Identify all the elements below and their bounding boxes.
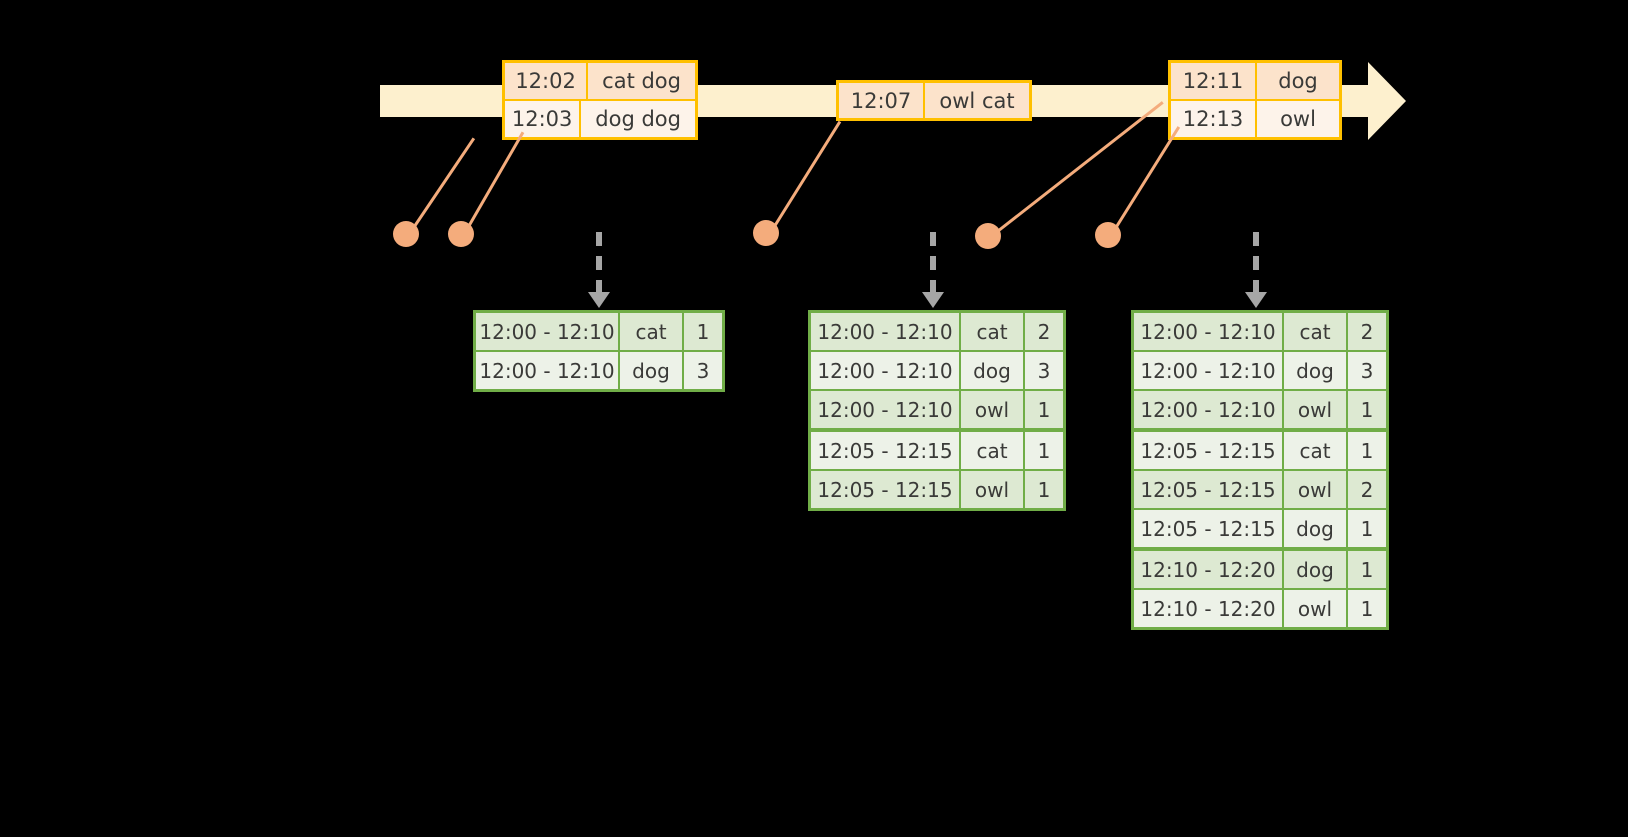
connector-line (1109, 126, 1181, 237)
event-row: 12:07 owl cat (839, 83, 1029, 118)
cell-count: 2 (1025, 313, 1063, 350)
event-group-2[interactable]: 12:07 owl cat (836, 80, 1032, 121)
connector-line (462, 131, 525, 236)
cell-key: cat (961, 432, 1025, 469)
cell-count: 2 (1348, 313, 1386, 350)
event-marker-dot[interactable] (975, 223, 1001, 249)
event-words: dog dog (581, 101, 695, 137)
cell-count: 3 (684, 352, 722, 389)
event-words: dog (1257, 63, 1339, 99)
event-time: 12:11 (1171, 63, 1257, 99)
connector-line (990, 101, 1164, 238)
cell-count: 1 (1348, 432, 1386, 469)
cell-key: owl (1284, 471, 1348, 508)
cell-window: 12:00 - 12:10 (811, 313, 961, 350)
cell-count: 1 (1348, 551, 1386, 588)
cell-key: dog (620, 352, 684, 389)
cell-window: 12:10 - 12:20 (1134, 590, 1284, 627)
cell-count: 1 (1348, 391, 1386, 428)
cell-key: owl (961, 391, 1025, 428)
cell-key: dog (1284, 551, 1348, 588)
event-row: 12:11 dog (1171, 63, 1339, 99)
cell-count: 1 (1025, 471, 1063, 508)
cell-key: cat (620, 313, 684, 350)
event-row: 12:03 dog dog (505, 99, 695, 137)
cell-window: 12:05 - 12:15 (1134, 432, 1284, 469)
cell-key: owl (1284, 391, 1348, 428)
event-group-1[interactable]: 12:02 cat dog 12:03 dog dog (502, 60, 698, 140)
cell-window: 12:05 - 12:15 (811, 432, 961, 469)
event-words: owl (1257, 101, 1339, 137)
event-time: 12:07 (839, 83, 925, 118)
cell-key: cat (1284, 313, 1348, 350)
cell-key: dog (1284, 352, 1348, 389)
event-time: 12:03 (505, 101, 582, 137)
event-time: 12:13 (1171, 101, 1257, 137)
cell-window: 12:05 - 12:15 (1134, 510, 1284, 547)
cell-count: 3 (1348, 352, 1386, 389)
timeline-arrow-head-icon (1368, 62, 1406, 140)
cell-window: 12:10 - 12:20 (1134, 551, 1284, 588)
cell-key: dog (1284, 510, 1348, 547)
cell-window: 12:00 - 12:10 (1134, 352, 1284, 389)
cell-key: cat (961, 313, 1025, 350)
cell-count: 1 (1025, 432, 1063, 469)
event-time: 12:02 (505, 63, 589, 99)
event-group-3[interactable]: 12:11 dog 12:13 owl (1168, 60, 1342, 140)
cell-window: 12:00 - 12:10 (1134, 391, 1284, 428)
cell-count: 1 (1348, 590, 1386, 627)
cell-count: 1 (684, 313, 722, 350)
flow-arrow-down-icon (922, 232, 944, 308)
event-marker-dot[interactable] (1095, 222, 1121, 248)
cell-window: 12:00 - 12:10 (476, 352, 620, 389)
cell-key: owl (961, 471, 1025, 508)
cell-window: 12:00 - 12:10 (811, 352, 961, 389)
cell-count: 1 (1025, 391, 1063, 428)
cell-window: 12:05 - 12:15 (1134, 471, 1284, 508)
flow-arrow-down-icon (1245, 232, 1267, 308)
event-marker-dot[interactable] (448, 221, 474, 247)
cell-window: 12:00 - 12:10 (1134, 313, 1284, 350)
flow-arrow-down-icon (588, 232, 610, 308)
cell-window: 12:05 - 12:15 (811, 471, 961, 508)
cell-key: dog (961, 352, 1025, 389)
cell-count: 3 (1025, 352, 1063, 389)
connector-line (768, 120, 842, 235)
cell-window: 12:00 - 12:10 (811, 391, 961, 428)
cell-key: cat (1284, 432, 1348, 469)
cell-count: 1 (1348, 510, 1386, 547)
event-row: 12:02 cat dog (505, 63, 695, 99)
cell-key: owl (1284, 590, 1348, 627)
cell-window: 12:00 - 12:10 (476, 313, 620, 350)
event-row: 12:13 owl (1171, 99, 1339, 137)
cell-count: 2 (1348, 471, 1386, 508)
event-words: owl cat (925, 83, 1029, 118)
event-words: cat dog (588, 63, 695, 99)
event-marker-dot[interactable] (753, 220, 779, 246)
event-marker-dot[interactable] (393, 221, 419, 247)
